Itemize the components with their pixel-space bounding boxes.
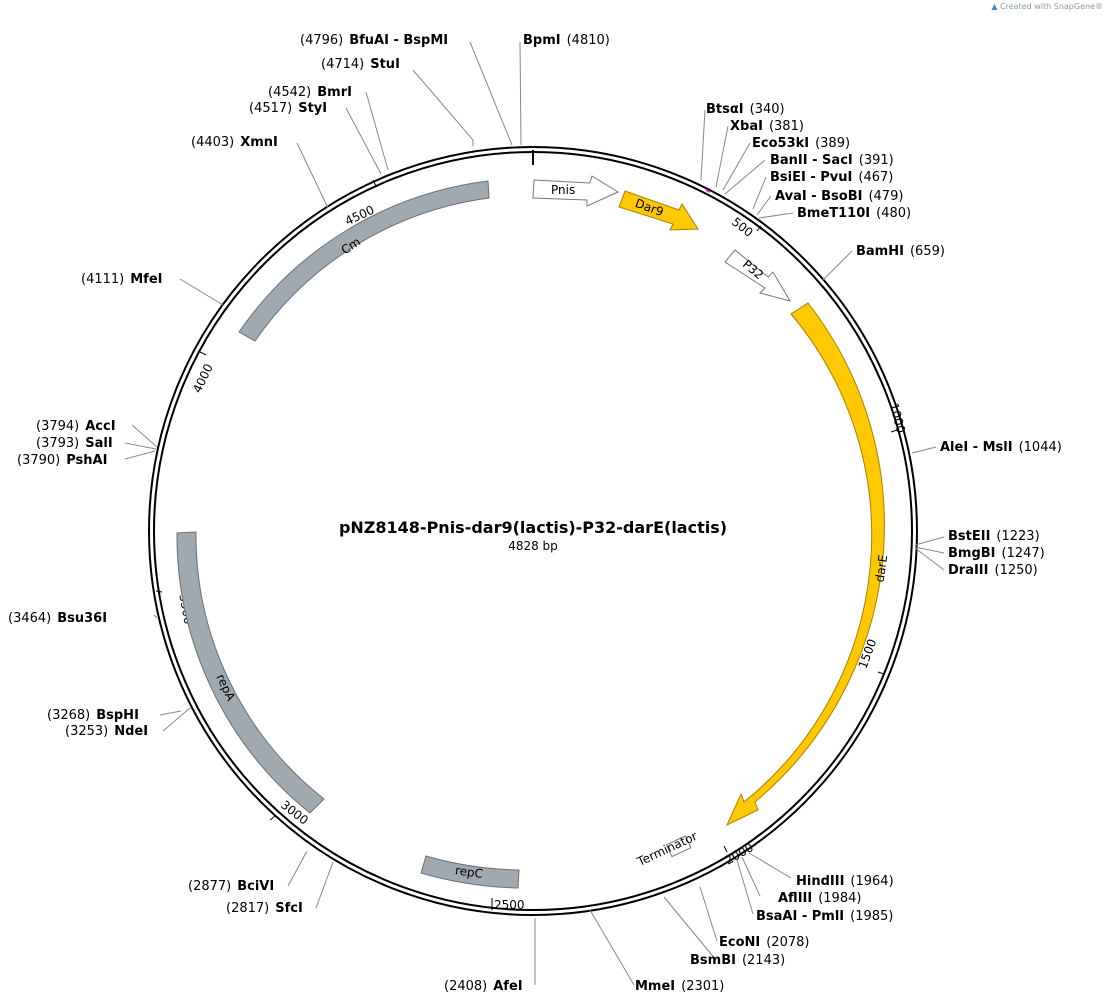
snapgene-logo-icon: ▲ <box>991 2 998 11</box>
tick-label-1000: 1000 <box>887 401 908 434</box>
site-marker <box>705 189 711 193</box>
feature-p32[interactable] <box>724 249 792 302</box>
feature-repa[interactable] <box>176 531 325 814</box>
plasmid-length: 4828 bp <box>508 539 558 553</box>
tick-1500 <box>877 671 885 675</box>
site-label[interactable]: Eco53kI(389) <box>752 136 850 151</box>
tick-label-500: 500 <box>729 215 756 240</box>
site-label[interactable]: (2817)SfcI <box>226 901 303 916</box>
feature-label-dare: darE <box>873 554 891 583</box>
site-label[interactable]: (3790)PshAI <box>17 453 107 468</box>
site-label[interactable]: (3464)Bsu36I <box>8 611 107 626</box>
site-label[interactable]: (3793)SalI <box>36 436 113 451</box>
site-label[interactable]: (2877)BciVI <box>188 879 274 894</box>
site-label[interactable]: BpmI(4810) <box>523 33 610 48</box>
feature-repc[interactable] <box>420 855 520 889</box>
features: Pnis Dar9 P32 darE Terminator repC repA … <box>176 175 891 889</box>
site-label[interactable]: BsmBI(2143) <box>690 953 785 968</box>
site-label[interactable]: BamHI(659) <box>856 244 945 259</box>
site-label[interactable]: AflIII(1984) <box>778 891 861 906</box>
site-label[interactable]: BsaAI - PmlI(1985) <box>756 909 893 924</box>
site-label[interactable]: (4403)XmnI <box>191 135 278 150</box>
site-label[interactable]: (3794)AccI <box>36 419 116 434</box>
site-label[interactable]: DraIII(1250) <box>948 563 1038 578</box>
site-label[interactable]: (3253)NdeI <box>65 724 148 739</box>
feature-label-pnis: Pnis <box>551 183 575 197</box>
plasmid-name: pNZ8148-Pnis-dar9(lactis)-P32-darE(lacti… <box>339 518 727 537</box>
site-label[interactable]: (4542)BmrI <box>268 85 352 100</box>
snapgene-credit: ▲ Created with SnapGene® <box>991 2 1103 11</box>
site-label[interactable]: BsiEI - PvuI(467) <box>770 170 893 185</box>
feature-dare[interactable] <box>725 302 885 827</box>
site-label[interactable]: (3268)BspHI <box>47 708 139 723</box>
tick-2000 <box>723 845 728 853</box>
feature-dar9[interactable] <box>618 190 699 231</box>
site-label[interactable]: (4796)BfuAI - BspMI <box>300 33 448 48</box>
tick-500 <box>756 225 762 232</box>
feature-label-repc: repC <box>454 863 484 881</box>
tick-4000 <box>199 351 207 356</box>
site-label[interactable]: AleI - MslI(1044) <box>940 440 1062 455</box>
backbone-outer-circle <box>148 146 918 916</box>
site-label[interactable]: MmeI(2301) <box>635 979 724 994</box>
restriction-sites: (4796)BfuAI - BspMI BpmI(4810) (4714)Stu… <box>8 33 1062 994</box>
tick-4500 <box>372 179 377 187</box>
site-label[interactable]: BmeT110I(480) <box>797 206 911 221</box>
feature-terminator[interactable] <box>665 835 692 858</box>
site-label[interactable]: EcoNI(2078) <box>719 935 809 950</box>
tick-label-4000: 4000 <box>190 362 216 396</box>
tick-label-2500: 2500 <box>494 898 525 912</box>
site-label[interactable]: AvaI - BsoBI(479) <box>775 189 903 204</box>
tick-3500 <box>155 590 163 593</box>
site-label[interactable]: (4111)MfeI <box>81 272 162 287</box>
site-label[interactable]: (4714)StuI <box>321 57 400 72</box>
site-label[interactable]: XbaI(381) <box>730 119 804 134</box>
site-label[interactable]: (2408)AfeI <box>444 979 523 994</box>
site-label[interactable]: (4517)StyI <box>249 101 327 116</box>
site-label[interactable]: BstEII(1223) <box>948 529 1040 544</box>
tick-1000 <box>890 429 898 433</box>
credit-text: Created with SnapGene® <box>1000 2 1103 11</box>
feature-pnis[interactable] <box>532 175 620 207</box>
leader-lines <box>124 41 945 986</box>
site-label[interactable]: BtsαI(340) <box>706 102 785 117</box>
feature-cm[interactable] <box>238 180 490 342</box>
feature-label-terminator: Terminator <box>634 829 699 869</box>
site-label[interactable]: HindIII(1964) <box>796 874 894 889</box>
site-label[interactable]: BmgBI(1247) <box>948 546 1045 561</box>
site-label[interactable]: BanII - SacI(391) <box>770 153 894 168</box>
tick-3000 <box>269 815 276 821</box>
